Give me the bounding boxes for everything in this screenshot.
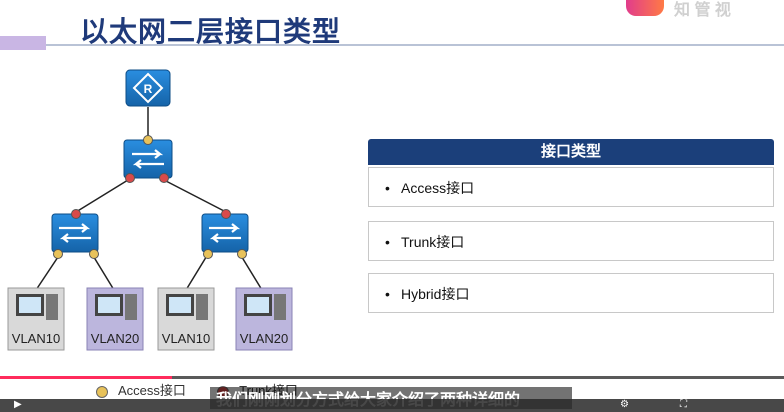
core-switch-icon xyxy=(123,139,173,179)
channel-logo: 知 管 视 xyxy=(624,0,784,19)
interface-type-table: 接口类型 • Access接口 • Trunk接口 • Hybrid接口 xyxy=(368,139,774,313)
table-header: 接口类型 xyxy=(368,139,774,165)
title-rule xyxy=(46,44,784,46)
pc-4: VLAN20 xyxy=(235,287,293,351)
table-row: • Trunk接口 xyxy=(368,221,774,261)
pc-1-label: VLAN10 xyxy=(12,331,60,346)
logo-text: 知 管 视 xyxy=(674,2,731,19)
slide-title: 以太网二层接口类型 xyxy=(80,16,342,47)
title-accent xyxy=(0,36,46,50)
pc-2-label: VLAN20 xyxy=(91,331,139,346)
settings-icon[interactable]: ⚙ xyxy=(620,399,629,410)
row-text: Hybrid接口 xyxy=(401,286,470,302)
pc-4-label: VLAN20 xyxy=(240,331,288,346)
router-icon: R xyxy=(125,69,171,107)
player-controls: ▶ ⚙ ⛶ xyxy=(0,399,784,412)
bullet: • xyxy=(385,286,390,302)
access-switch-left-icon xyxy=(51,213,99,253)
video-progress-fill xyxy=(0,376,173,379)
play-icon[interactable]: ▶ xyxy=(14,399,22,410)
pc-3-label: VLAN10 xyxy=(162,331,210,346)
port-dots xyxy=(53,135,247,259)
router-label: R xyxy=(144,82,153,96)
pc-1: VLAN10 xyxy=(7,287,65,351)
table-row: • Access接口 xyxy=(368,167,774,207)
logo-mark-icon xyxy=(626,0,664,16)
access-switch-right-icon xyxy=(201,213,249,253)
pc-2: VLAN20 xyxy=(86,287,144,351)
video-progress-track[interactable] xyxy=(0,376,784,379)
table-row: • Hybrid接口 xyxy=(368,273,774,313)
row-text: Access接口 xyxy=(401,180,475,196)
topology-links xyxy=(35,107,263,291)
access-dot-icon xyxy=(96,385,108,398)
pc-3: VLAN10 xyxy=(157,287,215,351)
bullet: • xyxy=(385,180,390,196)
row-text: Trunk接口 xyxy=(401,234,465,250)
legend-access-label: Access接口 xyxy=(118,383,186,398)
fullscreen-icon[interactable]: ⛶ xyxy=(680,399,687,410)
bullet: • xyxy=(385,234,390,250)
topology-diagram: R xyxy=(7,69,293,351)
